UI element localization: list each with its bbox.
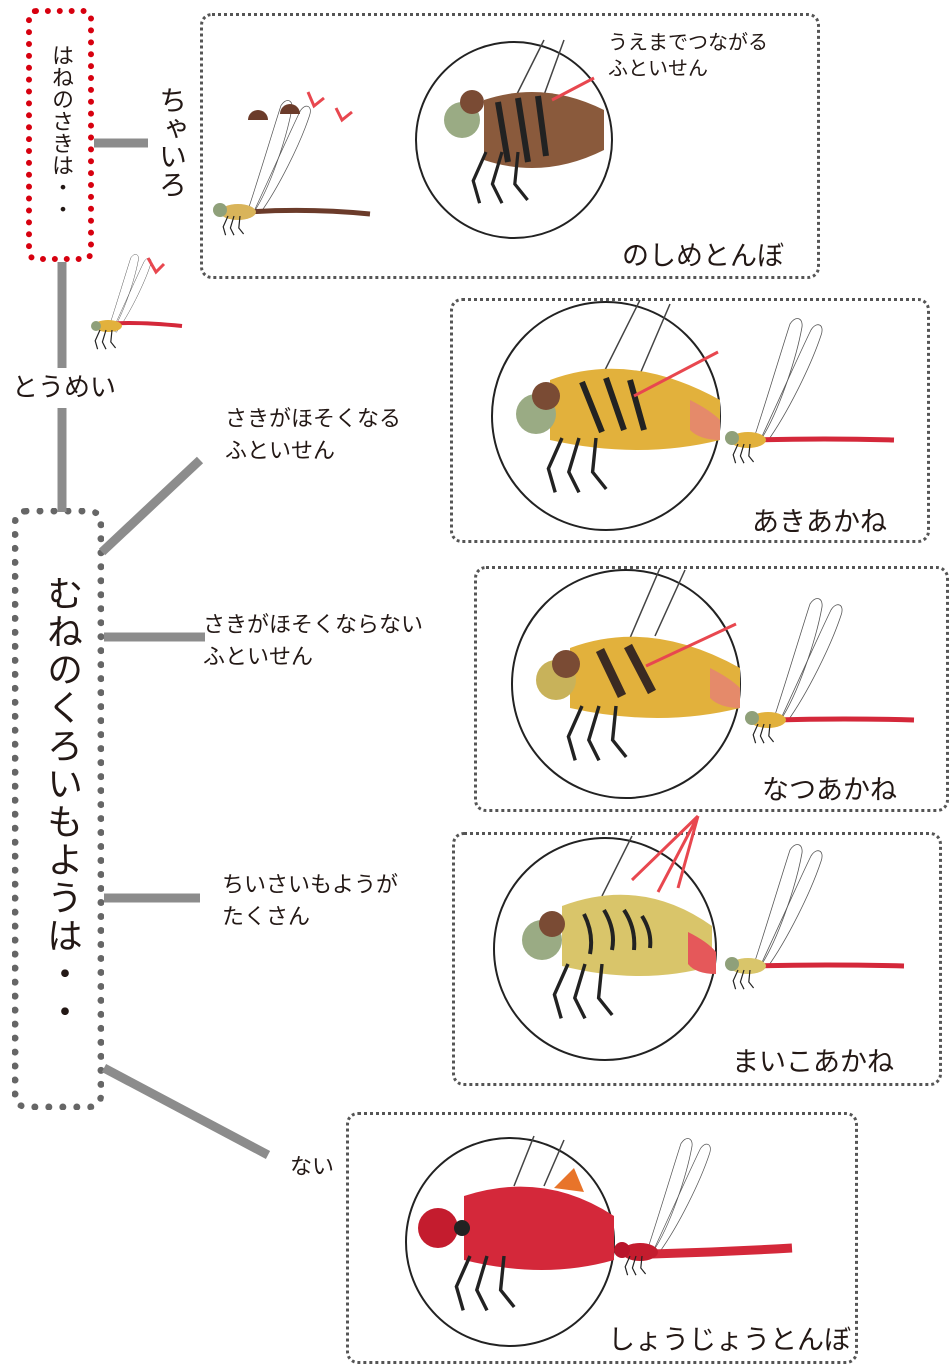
thorax-question: むねのくろいもようは・・: [41, 575, 82, 1031]
species-name-nosime: のしめとんぼ: [622, 241, 784, 272]
nosime-note-1: うえまでつながる: [608, 30, 768, 54]
species-name-shojo: しょうじょうとんぼ: [608, 1325, 851, 1356]
nosime-closeup: [415, 39, 613, 239]
option-many-marks-2: たくさん: [222, 905, 311, 930]
maikoakane-full-illustration: [725, 844, 905, 990]
species-box-nosime: [200, 13, 820, 279]
option-tapering-line-2: ふといせん: [225, 439, 336, 464]
option-none: ない: [290, 1155, 335, 1180]
species-box-natsuakane: [474, 566, 949, 812]
shojo-closeup: [405, 1135, 615, 1347]
species-name-natsuakane: なつあかね: [762, 775, 897, 806]
option-non-tapering-1: さきがほそくならない: [203, 613, 424, 638]
akiakane-full-illustration: [725, 318, 895, 464]
option-tapering-line-1: さきがほそくなる: [225, 407, 402, 432]
option-brown: ちゃいろ: [155, 86, 188, 198]
clear-wing-dragonfly-illustration: [91, 254, 183, 350]
natsuakane-closeup: [511, 567, 741, 799]
wing-tip-question-box: はねのさきは・・: [26, 8, 94, 262]
nosime-note-2: ふといせん: [608, 56, 708, 80]
option-many-marks-1: ちいさいもようが: [222, 873, 399, 898]
species-box-maikoakane: [452, 832, 942, 1086]
maikoakane-closeup: [493, 814, 717, 1061]
species-box-shojo: [346, 1112, 858, 1364]
shojo-full-illustration: [614, 1138, 793, 1276]
species-box-akiakane: [450, 298, 930, 543]
natsuakane-full-illustration: [745, 598, 915, 744]
species-name-maikoakane: まいこあかね: [732, 1047, 894, 1078]
nosime-full-illustration: [213, 91, 371, 236]
akiakane-closeup: [491, 299, 721, 531]
option-clear: とうめい: [12, 373, 117, 403]
wing-tip-question: はねのさきは・・: [48, 44, 73, 220]
option-non-tapering-2: ふといせん: [203, 645, 314, 670]
species-name-akiakane: あきあかね: [752, 507, 887, 538]
